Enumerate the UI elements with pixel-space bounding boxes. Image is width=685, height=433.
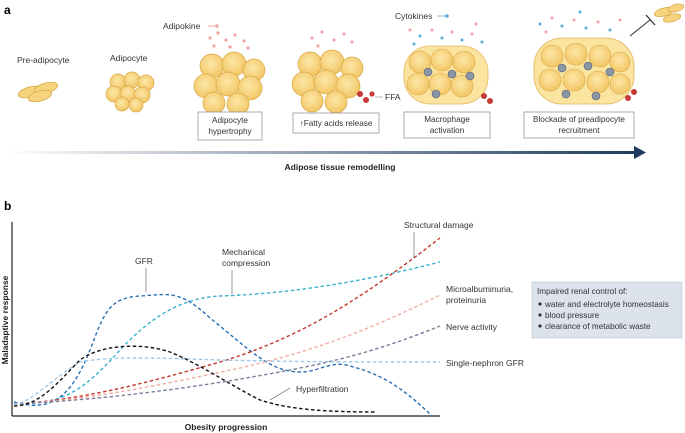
blockade-inhibition-arrow <box>629 14 656 37</box>
adipocyte-cluster-small <box>105 71 155 113</box>
info-item-1: water and electrolyte homeostasis <box>544 300 669 309</box>
label-structural: Structural damage <box>404 220 474 230</box>
adipocyte-cluster-ffa <box>291 49 364 114</box>
label-micro-1: Microalbuminuria, <box>446 284 513 294</box>
label-adipokine: Adipokine <box>163 21 201 31</box>
curve-nerve <box>13 325 441 405</box>
pointer-hyperfiltration <box>269 387 291 401</box>
axes <box>11 222 440 417</box>
box-blockade-line2: recruitment <box>559 126 601 135</box>
curve-micro <box>13 294 441 405</box>
blocked-pre-adipocytes <box>653 3 685 23</box>
stage-box-macrophage: Macrophage activation <box>403 111 491 139</box>
bullet-3 <box>538 324 542 328</box>
stage-box-blockade: Blockade of preadipocyte recruitment <box>523 111 635 139</box>
bullet-1 <box>538 302 542 306</box>
box-blockade-line1: Blockade of preadipocyte <box>533 115 625 124</box>
curve-hyperfiltration <box>13 345 377 413</box>
info-box-title: Impaired renal control of: <box>537 287 628 296</box>
info-item-3: clearance of metabolic waste <box>545 322 651 331</box>
cytokine-dots-2 <box>538 10 622 34</box>
box-macrophage-line2: activation <box>430 126 465 135</box>
label-pre-adipocyte: Pre-adipocyte <box>17 55 70 65</box>
adipose-tissue-macrophage <box>403 45 493 105</box>
curve-gfr <box>13 293 433 417</box>
remodelling-arrow <box>4 146 646 159</box>
curve-sngfr <box>13 357 441 405</box>
label-micro-2: proteinuria <box>446 295 486 305</box>
ffa-droplets <box>357 91 375 103</box>
curve-mechanical <box>13 261 441 405</box>
cytokine-dots <box>408 22 484 46</box>
x-axis-label: Obesity progression <box>185 422 268 432</box>
stage-box-hypertrophy: Adipocyte hypertrophy <box>197 111 263 141</box>
adipokine-dots-2 <box>310 30 354 48</box>
stage-box-fatty-acids: ↑Fatty acids release <box>292 112 380 134</box>
y-axis-label: Maladaptive response <box>0 275 10 364</box>
label-cytokines: Cytokines <box>395 11 432 21</box>
box-macrophage-line1: Macrophage <box>424 115 470 124</box>
label-hyperfiltration: Hyperfiltration <box>296 384 349 394</box>
curves <box>13 237 441 417</box>
label-mechanical-2: compression <box>222 258 270 268</box>
label-nerve: Nerve activity <box>446 322 498 332</box>
box-hypertrophy-line2: hypertrophy <box>208 127 252 136</box>
adipocyte-cluster-hypertrophy <box>193 51 266 116</box>
adipokine-legend-dot <box>215 24 219 28</box>
panel-a-letter: a <box>4 3 11 17</box>
info-item-2: blood pressure <box>545 311 600 320</box>
impaired-control-box: Impaired renal control of: water and ele… <box>531 281 683 339</box>
adipokine-dots <box>208 31 250 50</box>
box-fatty-acids-line1: ↑Fatty acids release <box>300 119 373 128</box>
label-adipocyte: Adipocyte <box>110 53 148 63</box>
curve-structural <box>13 237 441 405</box>
cytokine-legend-dot <box>445 14 449 18</box>
label-mechanical-1: Mechanical <box>222 247 265 257</box>
label-sngfr: Single-nephron GFR <box>446 358 524 368</box>
label-remodelling: Adipose tissue remodelling <box>285 162 396 172</box>
adipose-tissue-blockade <box>533 37 637 105</box>
label-gfr: GFR <box>135 256 153 266</box>
panel-b-letter: b <box>4 199 11 213</box>
pre-adipocyte-cells <box>17 81 59 103</box>
box-hypertrophy-line1: Adipocyte <box>212 116 248 125</box>
bullet-2 <box>538 313 542 317</box>
label-ffa: FFA <box>385 92 401 102</box>
